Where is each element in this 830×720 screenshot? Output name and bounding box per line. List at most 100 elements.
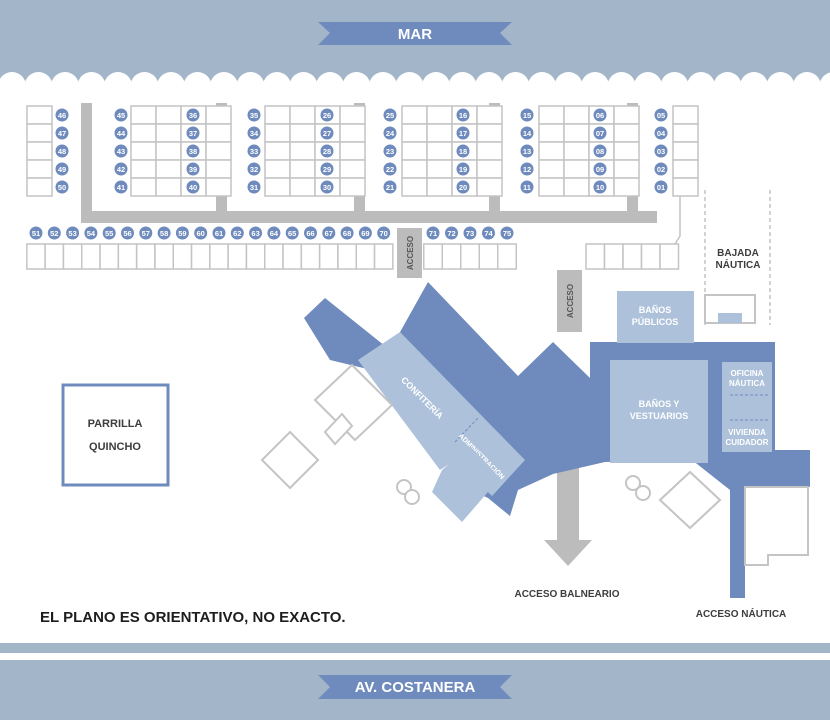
lot-cell[interactable] — [264, 177, 291, 197]
lot-cell[interactable] — [155, 141, 182, 161]
lot-cell[interactable] — [99, 243, 120, 270]
lot-cell[interactable] — [672, 123, 699, 143]
lot-cell[interactable] — [26, 243, 46, 270]
lot-cell[interactable] — [26, 141, 53, 161]
lot-cell[interactable] — [190, 243, 211, 270]
lot-cell[interactable] — [476, 123, 503, 143]
lot-cell[interactable] — [130, 123, 157, 143]
lot-cell[interactable] — [26, 159, 53, 179]
lot-cell[interactable] — [563, 105, 590, 125]
lot-cell[interactable] — [318, 243, 339, 270]
lot-cell[interactable] — [205, 141, 232, 161]
lot-cell[interactable] — [289, 105, 316, 125]
lot-cell[interactable] — [538, 141, 565, 161]
lot-cell[interactable] — [613, 177, 640, 197]
lot-cell[interactable] — [227, 243, 248, 270]
lot-cell[interactable] — [426, 123, 453, 143]
lot-cell[interactable] — [659, 243, 680, 270]
lot-cell[interactable] — [339, 177, 366, 197]
lot-cell[interactable] — [26, 105, 53, 125]
lot-cell[interactable] — [205, 123, 232, 143]
lot-cell[interactable] — [603, 243, 624, 270]
lot-cell[interactable] — [130, 105, 157, 125]
lot-cell[interactable] — [613, 123, 640, 143]
lot-cell[interactable] — [300, 243, 321, 270]
lot-cell[interactable] — [401, 159, 428, 179]
lot-cell[interactable] — [672, 177, 699, 197]
lot-cell[interactable] — [205, 105, 232, 125]
lot-cell[interactable] — [264, 159, 291, 179]
lot-cell[interactable] — [62, 243, 83, 270]
lot-cell[interactable] — [264, 243, 284, 270]
lot-cell[interactable] — [538, 177, 565, 197]
lot-cell[interactable] — [538, 123, 565, 143]
lot-cell[interactable] — [476, 141, 503, 161]
lot-cell[interactable] — [205, 177, 232, 197]
lot-cell[interactable] — [401, 177, 428, 197]
lot-cell[interactable] — [476, 159, 503, 179]
lot-cell[interactable] — [613, 105, 640, 125]
lot-cell[interactable] — [476, 177, 503, 197]
lot-cell[interactable] — [476, 105, 503, 125]
lot-cell[interactable] — [155, 123, 182, 143]
lot-cell[interactable] — [44, 243, 65, 270]
lot-cell[interactable] — [613, 141, 640, 161]
lot-cell[interactable] — [426, 105, 453, 125]
lot-cell[interactable] — [172, 243, 193, 270]
lot-cell[interactable] — [264, 141, 291, 161]
lot-cell[interactable] — [478, 243, 499, 270]
lot-cell[interactable] — [563, 177, 590, 197]
lot-cell[interactable] — [339, 105, 366, 125]
lot-cell[interactable] — [155, 177, 182, 197]
lot-cell[interactable] — [289, 177, 316, 197]
lot-cell[interactable] — [585, 243, 606, 270]
lot-cell[interactable] — [135, 243, 156, 270]
lot-cell[interactable] — [337, 243, 358, 270]
lot-cell[interactable] — [497, 243, 517, 270]
lot-cell[interactable] — [339, 159, 366, 179]
lot-cell[interactable] — [289, 141, 316, 161]
lot-cell[interactable] — [460, 243, 480, 270]
lot-cell[interactable] — [81, 243, 101, 270]
lot-cell[interactable] — [423, 243, 443, 270]
lot-cell[interactable] — [563, 159, 590, 179]
lot-cell[interactable] — [538, 159, 565, 179]
lot-cell[interactable] — [401, 141, 428, 161]
lot-cell[interactable] — [154, 243, 174, 270]
lot-cell[interactable] — [155, 105, 182, 125]
lot-cell[interactable] — [130, 159, 157, 179]
lot-cell[interactable] — [205, 159, 232, 179]
lot-cell[interactable] — [401, 123, 428, 143]
lot-cell[interactable] — [355, 243, 376, 270]
lot-cell[interactable] — [130, 177, 157, 197]
lot-cell[interactable] — [373, 243, 394, 270]
lot-cell[interactable] — [264, 105, 291, 125]
lot-cell[interactable] — [282, 243, 303, 270]
lot-cell[interactable] — [26, 123, 53, 143]
lot-cell[interactable] — [563, 141, 590, 161]
lot-cell[interactable] — [117, 243, 138, 270]
lot-cell[interactable] — [441, 243, 462, 270]
lot-cell[interactable] — [289, 159, 316, 179]
lot-cell[interactable] — [289, 123, 316, 143]
lot-cell[interactable] — [613, 159, 640, 179]
lot-cell[interactable] — [155, 159, 182, 179]
lot-cell[interactable] — [672, 141, 699, 161]
lot-cell[interactable] — [245, 243, 266, 270]
lot-cell[interactable] — [672, 105, 699, 125]
lot-cell[interactable] — [426, 159, 453, 179]
lot-cell[interactable] — [264, 123, 291, 143]
lot-cell[interactable] — [339, 141, 366, 161]
lot-cell[interactable] — [130, 141, 157, 161]
lot-cell[interactable] — [26, 177, 53, 197]
lot-cell[interactable] — [672, 159, 699, 179]
lot-cell[interactable] — [538, 105, 565, 125]
lot-cell[interactable] — [426, 141, 453, 161]
lot-cell[interactable] — [563, 123, 590, 143]
lot-cell[interactable] — [401, 105, 428, 125]
lot-cell[interactable] — [622, 243, 643, 270]
lot-cell[interactable] — [640, 243, 661, 270]
lot-cell[interactable] — [209, 243, 229, 270]
lot-cell[interactable] — [339, 123, 366, 143]
lot-cell[interactable] — [426, 177, 453, 197]
